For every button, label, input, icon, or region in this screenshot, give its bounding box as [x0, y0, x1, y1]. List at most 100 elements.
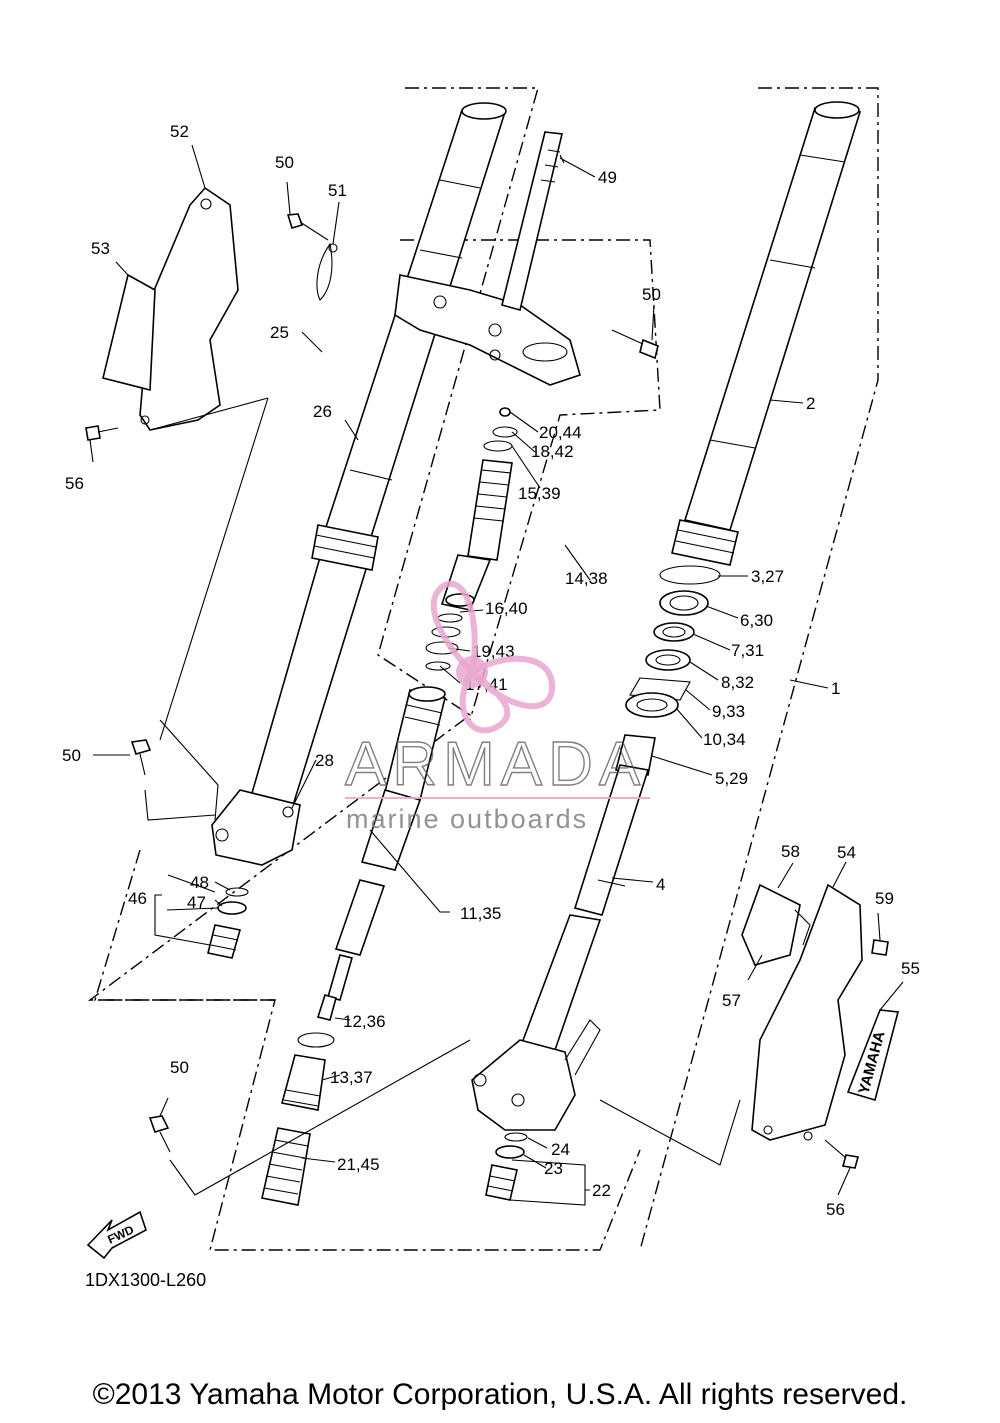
callout-label: 8,32 — [721, 673, 754, 692]
watermark-tagline: marine outboards — [346, 804, 588, 834]
callout-label: 1 — [831, 679, 840, 698]
callout-label: 58 — [781, 842, 800, 861]
cap-bolt-46 — [207, 924, 242, 959]
callout-label: 18,42 — [531, 442, 574, 461]
callout-label: 49 — [598, 168, 617, 187]
callout-label: 19,43 — [472, 642, 515, 661]
callout-label: 12,36 — [343, 1012, 386, 1031]
washer-47 — [217, 901, 247, 915]
diagram-code: 1DX1300-L260 — [85, 1270, 207, 1290]
callout-label: 50 — [275, 153, 294, 172]
guard-clamp-58 — [741, 883, 801, 966]
axle-bracket-right — [471, 1019, 601, 1131]
callout-label: 6,30 — [740, 611, 773, 630]
callout-label: 28 — [315, 751, 334, 770]
fwd-arrow-badge: FWD — [86, 1210, 147, 1260]
pinch-bolt-upper-right — [611, 329, 659, 360]
callout-label: 50 — [170, 1058, 189, 1077]
dust-seal-right — [671, 519, 739, 566]
bleed-bolt-48 — [225, 887, 249, 897]
callout-label: 14,38 — [565, 569, 608, 588]
washer-23 — [495, 1145, 525, 1159]
guard-screw-left — [85, 425, 119, 441]
callout-label: 23 — [544, 1159, 563, 1178]
callout-label: 54 — [837, 843, 856, 862]
steering-shaft — [501, 131, 563, 311]
callout-label: 53 — [91, 239, 110, 258]
callout-label: 20,44 — [539, 423, 582, 442]
o-ring-12 — [297, 1032, 335, 1048]
callout-label: 10,34 — [703, 730, 746, 749]
callout-label: 13,37 — [330, 1068, 373, 1087]
washer-24 — [504, 1132, 528, 1142]
callout-label: 26 — [313, 402, 332, 421]
dust-seal-left — [311, 524, 379, 571]
callout-label: 11,35 — [460, 904, 501, 923]
oil-seal-6 — [659, 590, 709, 616]
callout-label: 3,27 — [751, 567, 784, 586]
armada-watermark: ARMADA marine outboards — [344, 580, 650, 834]
clip-9 — [629, 677, 691, 701]
callout-label: 52 — [170, 122, 189, 141]
yamaha-decal: YAMAHA — [846, 1009, 900, 1102]
bolt-50-lower — [148, 1115, 171, 1153]
callout-label: 24 — [551, 1140, 570, 1159]
watermark-divider — [345, 797, 650, 799]
spring-21 — [261, 1127, 311, 1206]
assembly-boundary-46 — [94, 849, 275, 1001]
watermark-propeller-icon — [430, 580, 556, 734]
washer-7 — [653, 622, 695, 642]
pinch-bolt-upper-left — [286, 213, 329, 241]
fork-guard-right — [751, 883, 863, 1141]
callout-label: 5,29 — [715, 769, 748, 788]
callout-label: 9,33 — [712, 702, 745, 721]
inner-tube-right — [520, 764, 650, 1051]
guard-clamp-57 — [794, 909, 811, 946]
watermark-name: ARMADA — [345, 730, 646, 799]
callout-label: 47 — [187, 893, 206, 912]
circlip-3 — [659, 565, 721, 585]
outer-tube-left — [249, 102, 507, 817]
callout-label: 55 — [901, 959, 920, 978]
leader-lines — [89, 144, 904, 1206]
callout-label: 7,31 — [731, 641, 764, 660]
fork-guard-left — [139, 186, 239, 431]
guard-screw-right — [824, 1139, 860, 1169]
callout-label: 15,39 — [518, 484, 561, 503]
dust-seal-10 — [625, 692, 679, 718]
seal-8 — [645, 649, 691, 671]
assembly-boundary-1 — [639, 87, 879, 1251]
cap-bolt-22 — [485, 1164, 518, 1201]
callout-label: 22 — [592, 1181, 611, 1200]
callout-label: 48 — [190, 873, 209, 892]
bushing-5 — [615, 734, 656, 776]
callout-label: 2 — [806, 394, 815, 413]
outer-tube-right — [683, 101, 862, 531]
callout-label: 59 — [875, 889, 894, 908]
assembly-boundary-14 — [400, 239, 661, 721]
axle-bracket-left — [211, 789, 301, 866]
copyright-notice: ©2013 Yamaha Motor Corporation, U.S.A. A… — [92, 1378, 908, 1411]
callout-label: 4 — [656, 875, 665, 894]
assembly-boundary-25 — [87, 87, 641, 1251]
callout-label: 21,45 — [337, 1155, 380, 1174]
callout-labels: 1 2 3,27 4 5,29 6,30 7,31 8,32 9,33 10,3… — [62, 122, 920, 1219]
callout-label: 56 — [826, 1200, 845, 1219]
callout-label: 46 — [128, 889, 147, 908]
lock-wire-clip — [316, 242, 338, 301]
damper-cartridge — [425, 407, 518, 671]
guard-decal-left — [102, 273, 156, 392]
callout-label: 50 — [62, 746, 81, 765]
callout-label: 56 — [65, 474, 84, 493]
bolt-50-left — [130, 739, 152, 776]
inner-damper-rod — [316, 686, 446, 1021]
watermark-hub — [456, 656, 488, 688]
callout-label: 25 — [270, 323, 289, 342]
base-valve-13 — [281, 1054, 326, 1111]
callout-label: 16,40 — [485, 599, 528, 618]
callout-label: 57 — [722, 991, 741, 1010]
callout-label: 51 — [328, 181, 347, 200]
collar-59 — [871, 939, 889, 956]
callout-label: 50 — [642, 285, 661, 304]
